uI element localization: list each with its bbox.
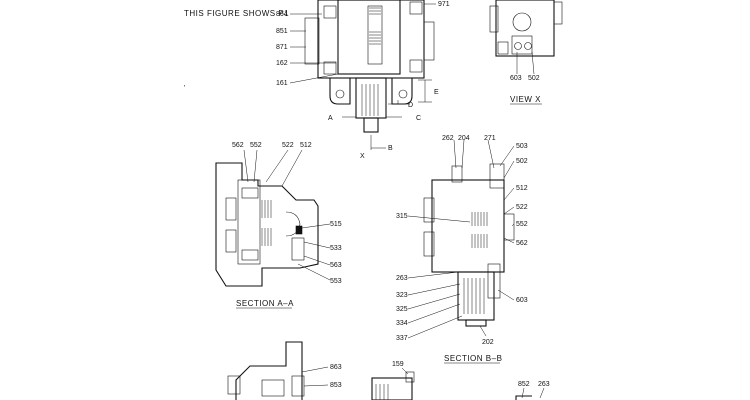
callout-522-section-bb: 522 (516, 204, 528, 211)
callout-502-section-bb: 502 (516, 158, 528, 165)
callout-603-view-x: 603 (510, 75, 522, 82)
section-aa-title: SECTION A–A (236, 299, 294, 308)
section-b-b: 262 204 271 503 502 512 522 552 562 315 … (396, 135, 528, 364)
callout-202-section-bb: 202 (482, 339, 494, 346)
view-x-title: VIEW X (510, 95, 541, 104)
top-view: 864 851 871 162 161 971 A B C D E X (276, 0, 450, 160)
callout-337-section-bb: 337 (396, 335, 408, 342)
stray-mark: ' (184, 85, 185, 92)
callout-562-section-aa: 562 (232, 142, 244, 149)
callout-851: 851 (276, 28, 288, 35)
callout-552-section-bb: 552 (516, 221, 528, 228)
section-marker-e: E (434, 89, 439, 96)
callout-263-lower-right: 263 (538, 381, 550, 388)
callout-325-section-bb: 325 (396, 306, 408, 313)
section-bb-title: SECTION B–B (444, 354, 502, 363)
section-marker-b: B (388, 145, 393, 152)
callout-553-section-aa: 553 (330, 278, 342, 285)
callout-263-section-bb: 263 (396, 275, 408, 282)
figure-note: THIS FIGURE SHOWS P1 (184, 9, 289, 18)
callout-162: 162 (276, 60, 288, 67)
callout-871: 871 (276, 44, 288, 51)
callout-512-section-aa: 512 (300, 142, 312, 149)
callout-262-section-bb: 262 (442, 135, 454, 142)
callout-552-section-aa: 552 (250, 142, 262, 149)
callout-323-section-bb: 323 (396, 292, 408, 299)
section-a-a: 562 552 522 512 515 533 563 553 SECTION … (215, 142, 342, 309)
callout-271-section-bb: 271 (484, 135, 496, 142)
view-marker-x: X (360, 153, 365, 160)
section-marker-d: D (408, 102, 413, 109)
callout-503-section-bb: 503 (516, 143, 528, 150)
callout-603-section-bb: 603 (516, 297, 528, 304)
callout-522-section-aa: 522 (282, 142, 294, 149)
callout-159: 159 (392, 361, 404, 368)
lower-left-section: 863 853 (227, 341, 342, 400)
callout-515-section-aa: 515 (330, 221, 342, 228)
view-x: 603 502 VIEW X (489, 0, 563, 105)
callout-864: 864 (276, 11, 288, 18)
lower-right-section: 159 852 263 (371, 361, 550, 400)
callout-315-section-bb: 315 (396, 213, 408, 220)
callout-563-section-aa: 563 (330, 262, 342, 269)
callout-334-section-bb: 334 (396, 320, 408, 327)
callout-204-section-bb: 204 (458, 135, 470, 142)
callout-502-view-x: 502 (528, 75, 540, 82)
section-marker-a: A (328, 115, 333, 122)
callout-852: 852 (518, 381, 530, 388)
callout-971: 971 (438, 1, 450, 8)
callout-161: 161 (276, 80, 288, 87)
section-marker-c: C (416, 115, 421, 122)
callout-863: 863 (330, 364, 342, 371)
callout-853: 853 (330, 382, 342, 389)
callout-533-section-aa: 533 (330, 245, 342, 252)
callout-562-section-bb: 562 (516, 240, 528, 247)
callout-512-section-bb: 512 (516, 185, 528, 192)
